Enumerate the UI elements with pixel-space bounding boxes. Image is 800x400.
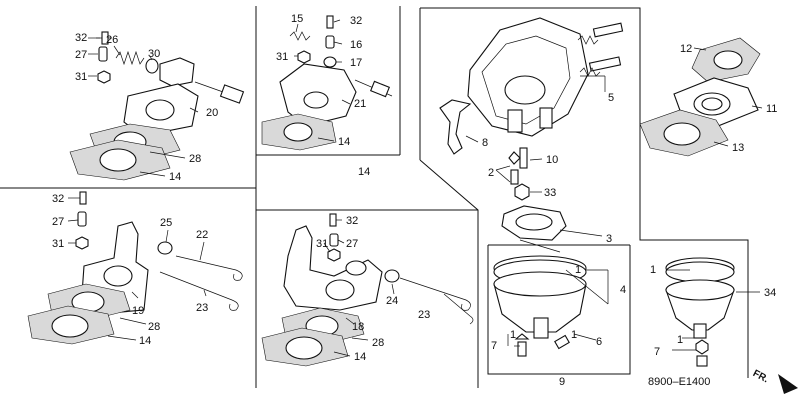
callout-9: 9 [559, 376, 565, 388]
callout-5: 5 [608, 92, 614, 104]
callout-16: 16 [350, 39, 362, 51]
callout-11: 11 [766, 103, 777, 115]
callout-31: 31 [52, 238, 64, 250]
callout-21: 21 [354, 98, 366, 110]
callout-23: 23 [418, 309, 430, 321]
callout-12: 12 [680, 43, 692, 55]
callout-14: 14 [358, 166, 370, 178]
callout-7: 7 [491, 340, 497, 352]
bottom-middle-assembly [261, 213, 474, 367]
callout-34: 34 [764, 287, 776, 299]
callout-18: 18 [352, 321, 364, 333]
callout-30: 30 [148, 48, 160, 60]
callout-17: 17 [350, 57, 362, 69]
callout-32: 32 [52, 193, 64, 205]
callout-25: 25 [160, 217, 172, 229]
callout-8: 8 [482, 137, 488, 149]
diagram-code: 8900–E1400 [648, 376, 710, 388]
section-frames [0, 6, 749, 388]
callout-3: 3 [606, 233, 612, 245]
callout-19: 19 [132, 305, 144, 317]
callout-28: 28 [372, 337, 384, 349]
callout-32: 32 [75, 32, 87, 44]
callout-14: 14 [139, 335, 151, 347]
float-bowls [493, 255, 760, 367]
callout-32: 32 [350, 15, 362, 27]
callout-32: 32 [346, 215, 358, 227]
callout-1: 1 [510, 329, 516, 341]
callout-14: 14 [354, 351, 366, 363]
callout-26: 26 [106, 34, 118, 46]
callout-14: 14 [338, 136, 350, 148]
front-direction-arrow: FR. [751, 368, 798, 394]
callout-24: 24 [386, 295, 398, 307]
callout-14: 14 [169, 171, 181, 183]
callout-6: 6 [596, 336, 602, 348]
carburetor-body [439, 17, 624, 253]
callout-20: 20 [206, 107, 218, 119]
top-middle-assembly [261, 15, 393, 151]
bottom-left-assembly [27, 191, 243, 345]
callout-1: 1 [677, 334, 683, 346]
arrow-icon [778, 374, 798, 394]
callout-22: 22 [196, 229, 208, 241]
front-direction-label: FR. [751, 368, 771, 385]
callout-13: 13 [732, 142, 744, 154]
callout-27: 27 [52, 216, 64, 228]
callout-10: 10 [546, 154, 558, 166]
callout-27: 27 [75, 49, 87, 61]
callout-23: 23 [196, 302, 208, 314]
callout-7: 7 [654, 346, 660, 358]
callout-15: 15 [291, 13, 303, 25]
callout-28: 28 [148, 321, 160, 333]
callout-28: 28 [189, 153, 201, 165]
callout-labels: 32 26 27 30 31 20 28 14 15 32 16 31 17 2… [52, 13, 777, 388]
callout-1: 1 [575, 264, 581, 276]
callout-27: 27 [346, 238, 358, 250]
top-left-assembly [69, 31, 245, 181]
callout-31: 31 [75, 71, 87, 83]
callout-31: 31 [316, 238, 328, 250]
callout-33: 33 [544, 187, 556, 199]
callout-1: 1 [650, 264, 656, 276]
callout-31: 31 [276, 51, 288, 63]
right-gaskets [639, 37, 763, 157]
callout-4: 4 [620, 284, 626, 296]
callout-2: 2 [488, 167, 494, 179]
callout-1: 1 [571, 329, 577, 341]
